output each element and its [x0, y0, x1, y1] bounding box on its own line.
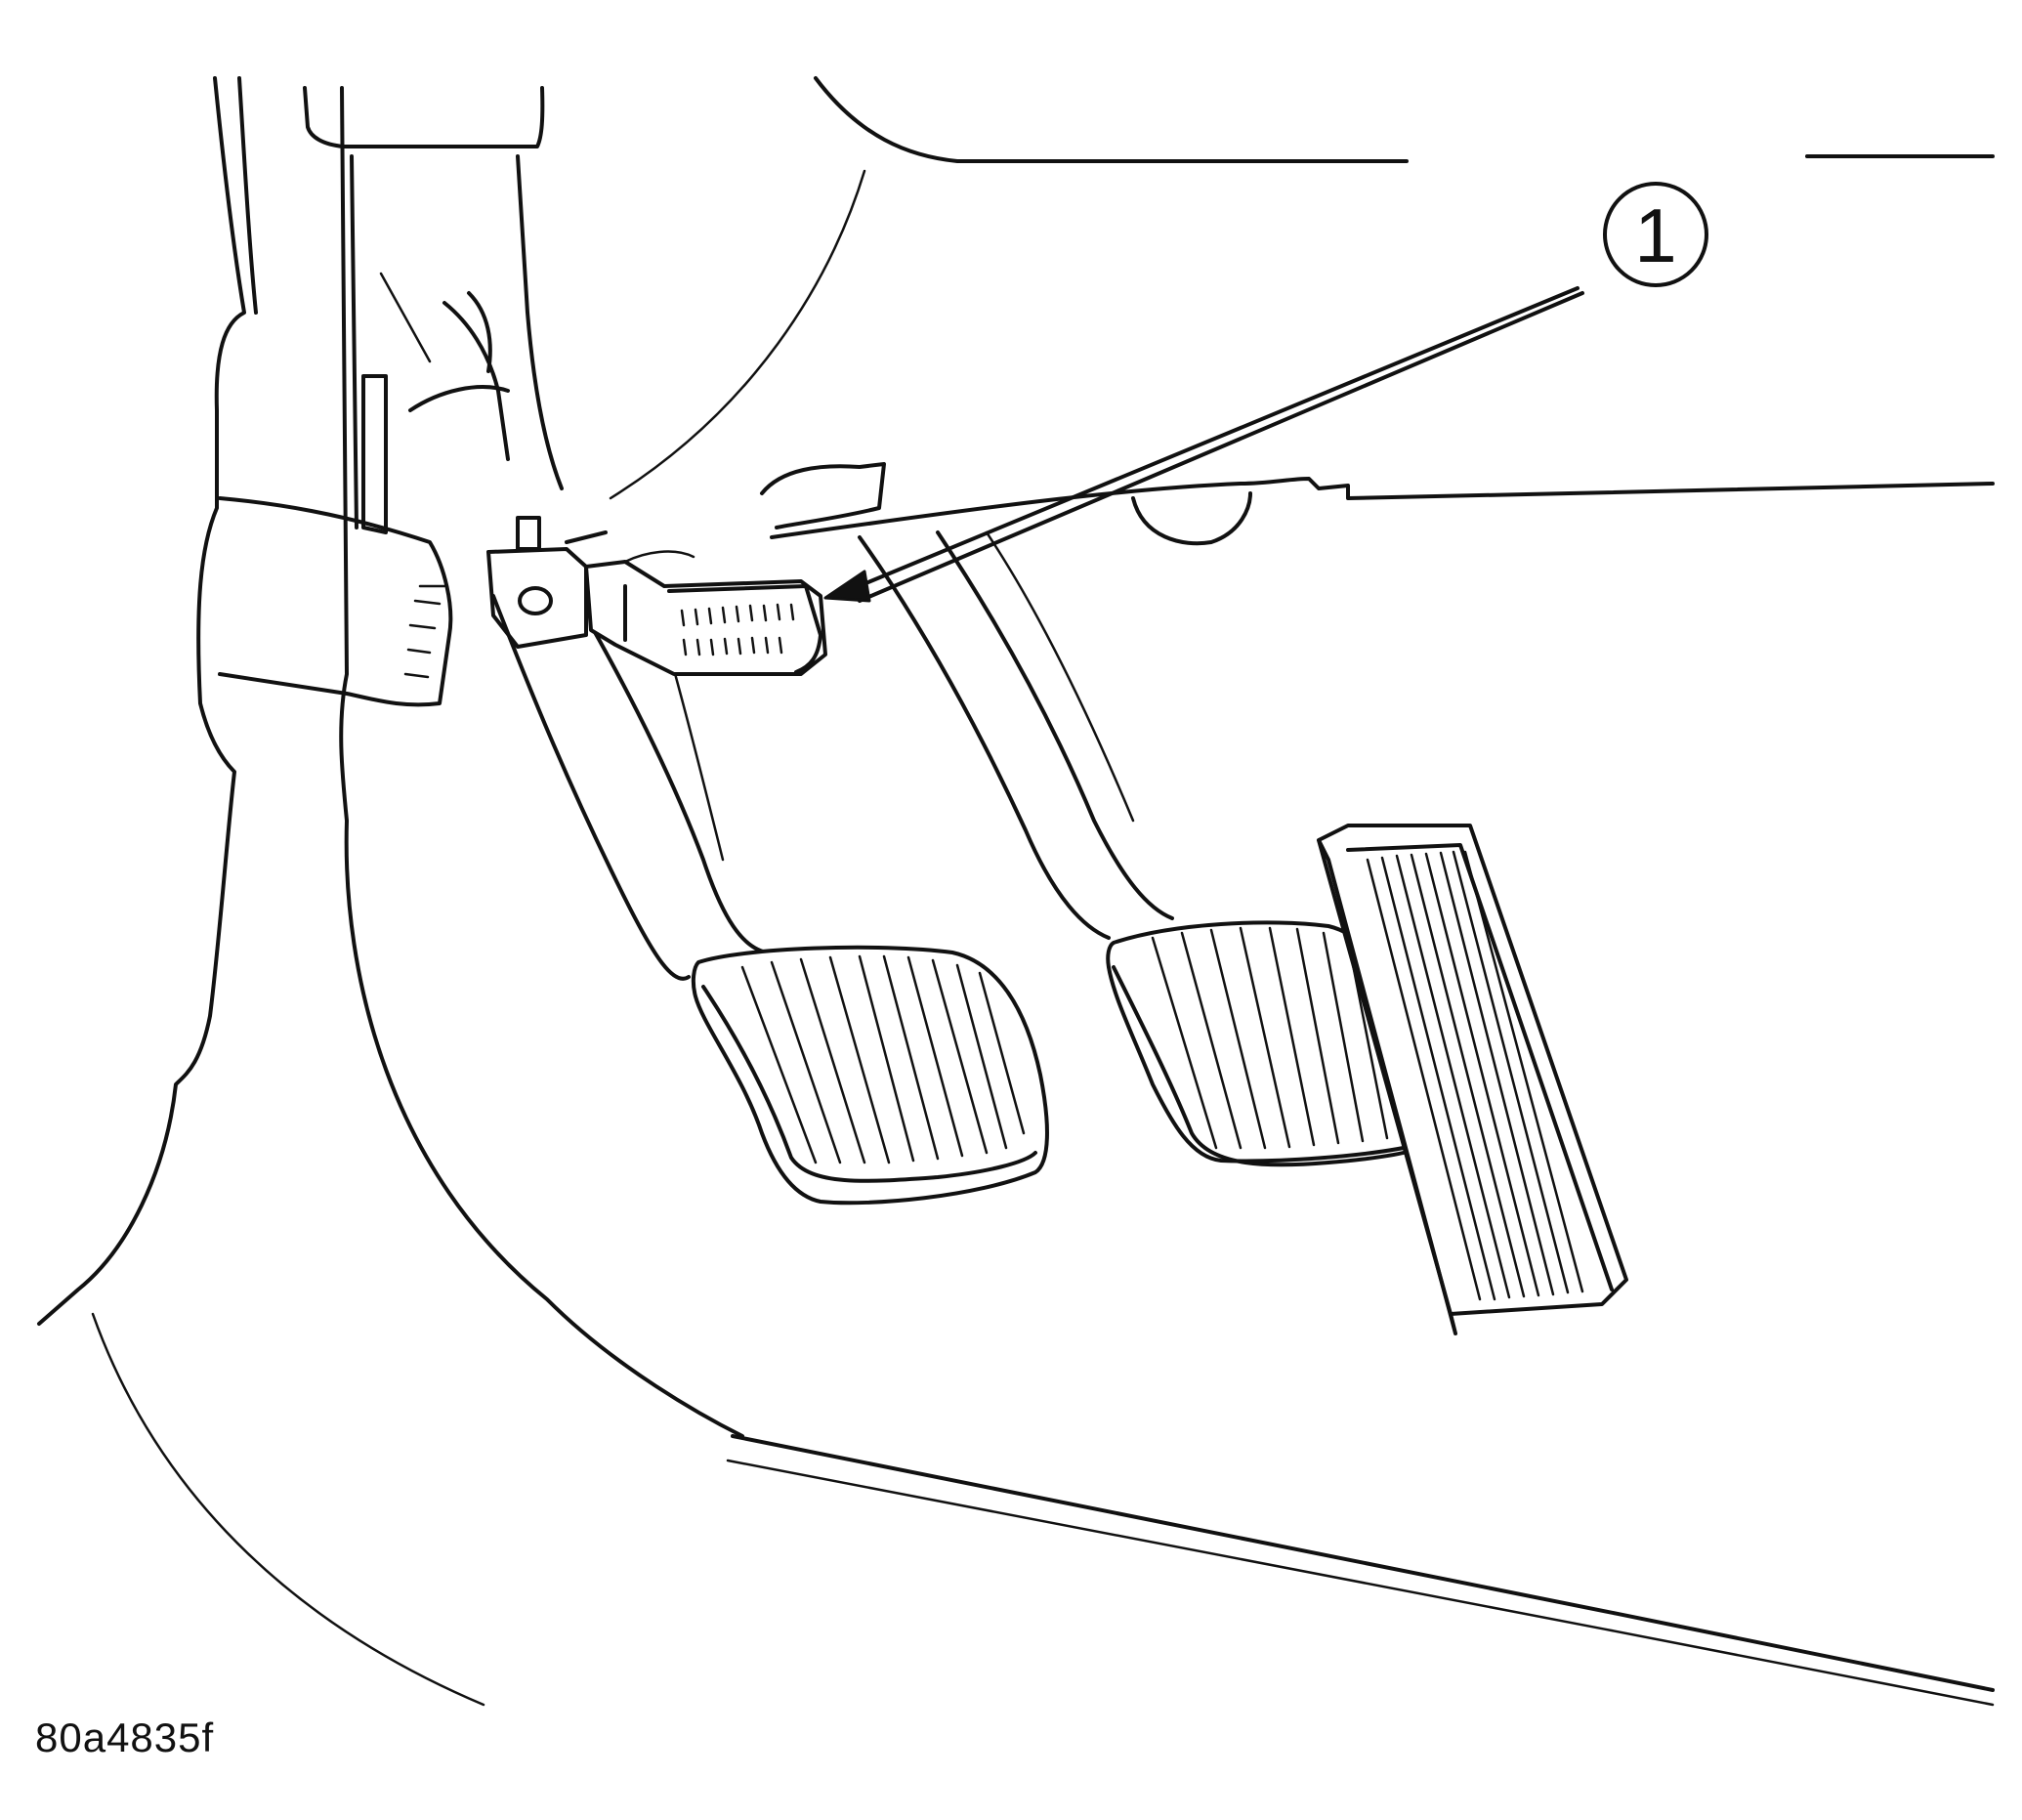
left-pedal-pad — [691, 945, 1049, 1206]
right-pedal-arm — [858, 530, 1174, 940]
figure-id-label: 80a4835f — [35, 1714, 215, 1760]
dash-lower-panel — [609, 76, 1995, 546]
callout-number: 1 — [1634, 192, 1676, 278]
knee-bolster — [218, 496, 453, 707]
data-link-connector — [584, 550, 827, 676]
connector-pins — [680, 603, 795, 656]
steering-column — [303, 86, 564, 534]
floor-edge — [726, 1434, 1995, 1707]
arrow-leader-icon — [823, 286, 1584, 603]
mounting-bracket — [486, 516, 608, 649]
callout-1: 1 — [1603, 182, 1708, 287]
circled-number-icon — [1603, 182, 1708, 287]
accelerator-pedal — [1317, 824, 1628, 1335]
door-frame — [37, 76, 744, 1707]
